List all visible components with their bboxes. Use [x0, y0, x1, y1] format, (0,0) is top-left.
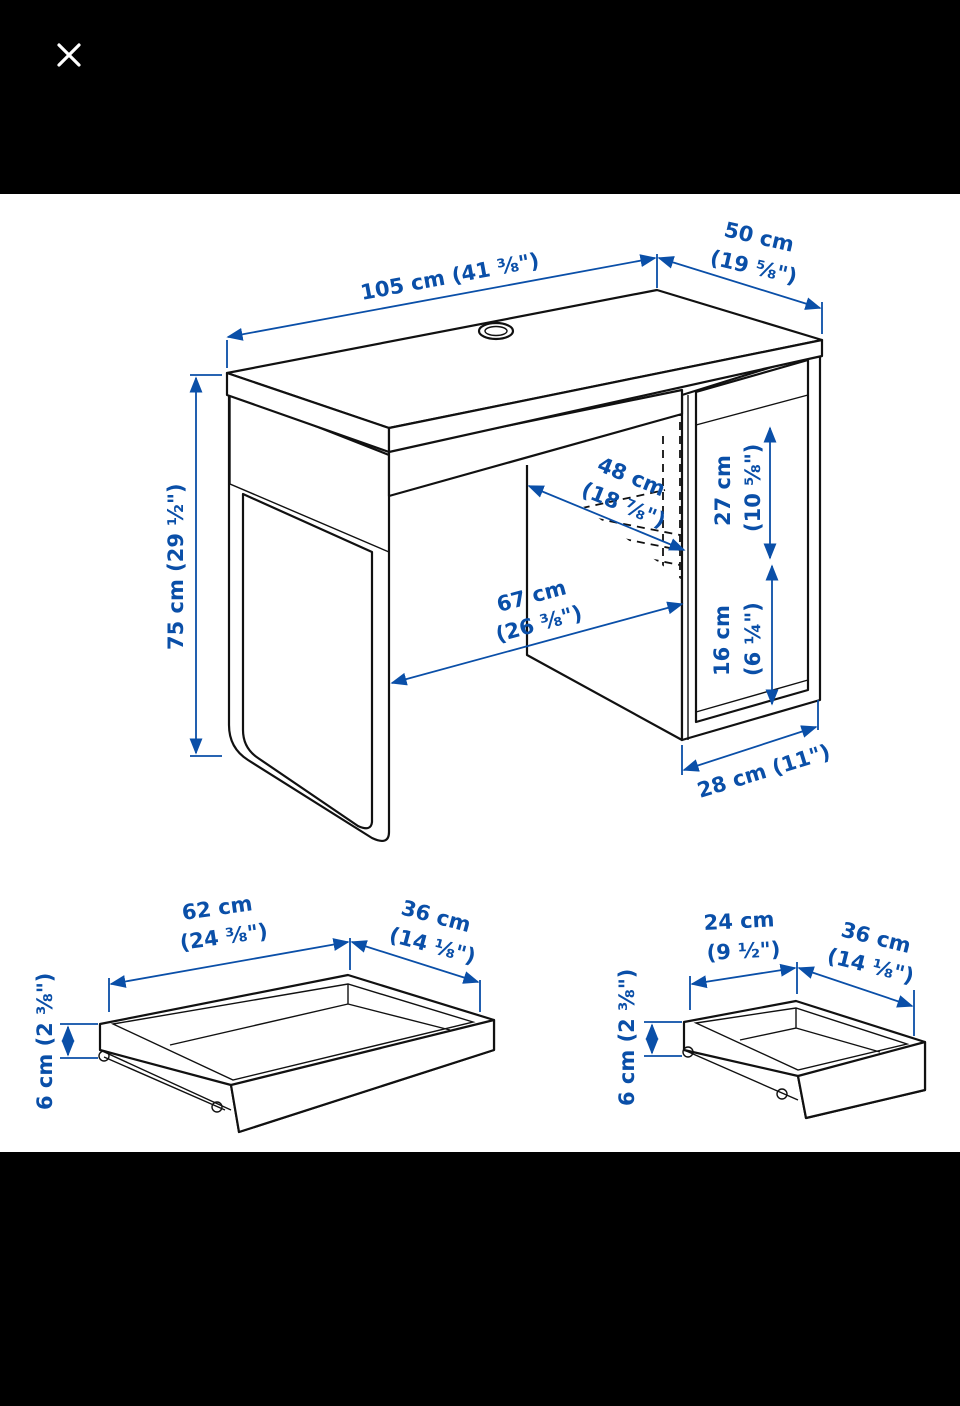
- large-drawer-height-label: 6 cm (2 ⅜"): [33, 973, 57, 1110]
- large-drawer-width-in-label: (24 ⅜"): [178, 919, 269, 955]
- small-drawer-drawing: [682, 999, 927, 1120]
- small-drawer-height-label: 6 cm (2 ⅜"): [615, 969, 639, 1106]
- viewer-top-bar: [0, 0, 960, 194]
- large-drawer-width-cm-label: 62 cm: [180, 891, 254, 925]
- shelf-upper-cm-label: 27 cm: [711, 455, 735, 526]
- desk-height-label: 75 cm (29 ½"): [164, 483, 188, 650]
- large-drawer-drawing: [98, 973, 496, 1134]
- small-drawer-width-cm-label: 24 cm: [703, 907, 775, 935]
- shelf-upper-in-label: (10 ⅝"): [741, 444, 765, 532]
- shelf-lower-cm-label: 16 cm: [710, 605, 734, 676]
- desk-drawing: [225, 288, 824, 843]
- close-icon: [57, 43, 81, 67]
- cabinet-depth-label: 28 cm (11"): [694, 740, 833, 803]
- close-button[interactable]: [48, 34, 90, 76]
- image-viewer: 105 cm (41 ⅜") 50 cm (19 ⅝") 75 cm (29 ½…: [0, 194, 960, 1152]
- viewer-bottom-bar: [0, 1152, 960, 1406]
- shelf-lower-in-label: (6 ¼"): [741, 602, 765, 676]
- small-drawer-width-in-label: (9 ½"): [706, 937, 781, 965]
- dimension-diagram: 105 cm (41 ⅜") 50 cm (19 ⅝") 75 cm (29 ½…: [33, 217, 927, 1134]
